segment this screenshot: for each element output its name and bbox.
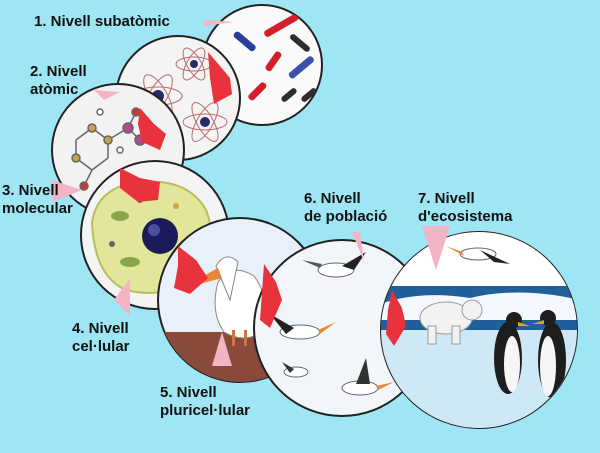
label-level-4: 4. Nivell cel·lular [72, 320, 130, 356]
pointer-1 [204, 20, 234, 26]
label-level-5: 5. Nivell pluricel·lular [160, 384, 250, 420]
arrow-5 [260, 264, 282, 328]
label-level-2: 2. Nivell atòmic [30, 63, 87, 99]
pelican-icon [446, 246, 510, 264]
pointer-2 [94, 90, 120, 100]
pointer-4 [114, 278, 130, 316]
pointer-3 [52, 180, 82, 202]
pointer-6 [352, 232, 364, 262]
label-level-6-line1: 6. Nivell [304, 190, 361, 207]
label-level-6-line2: de població [304, 208, 388, 225]
label-level-7-line2: d'ecosistema [418, 208, 513, 225]
label-level-4-line1: 4. Nivell [72, 320, 129, 337]
particle-icon [233, 13, 317, 102]
arrow-4 [174, 246, 208, 294]
label-level-4-line2: cel·lular [72, 338, 130, 355]
label-level-2-line1: 2. Nivell [30, 63, 87, 80]
arrow-3 [120, 168, 160, 202]
pointer-7 [422, 226, 450, 270]
label-level-1: 1. Nivell subatòmic [34, 13, 170, 31]
label-level-5-line1: 5. Nivell [160, 384, 217, 401]
pelican-flock-icon [270, 252, 394, 396]
pointer-5 [212, 332, 232, 366]
label-level-3-line1: 3. Nivell [2, 182, 59, 199]
label-level-3: 3. Nivell molecular [2, 182, 73, 218]
circle-ecosystem [380, 231, 578, 429]
label-level-3-line2: molecular [2, 200, 73, 217]
penguin-icon-2 [532, 310, 566, 398]
label-level-6: 6. Nivell de població [304, 190, 387, 226]
level-arrows [120, 52, 406, 346]
label-pointers [52, 20, 450, 366]
arrow-1 [208, 52, 232, 104]
label-level-7: 7. Nivell d'ecosistema [418, 190, 512, 226]
arrow-6 [386, 290, 406, 346]
penguin-icon [494, 312, 530, 394]
arrow-2 [138, 108, 166, 150]
label-level-5-line2: pluricel·lular [160, 402, 251, 419]
label-level-2-line2: atòmic [30, 81, 79, 98]
label-level-1-line1: 1. Nivell subatòmic [34, 13, 170, 30]
polar-bear-icon [419, 299, 483, 345]
circle-population [253, 239, 431, 417]
label-level-7-line1: 7. Nivell [418, 190, 475, 207]
molecule-icon [71, 107, 161, 191]
